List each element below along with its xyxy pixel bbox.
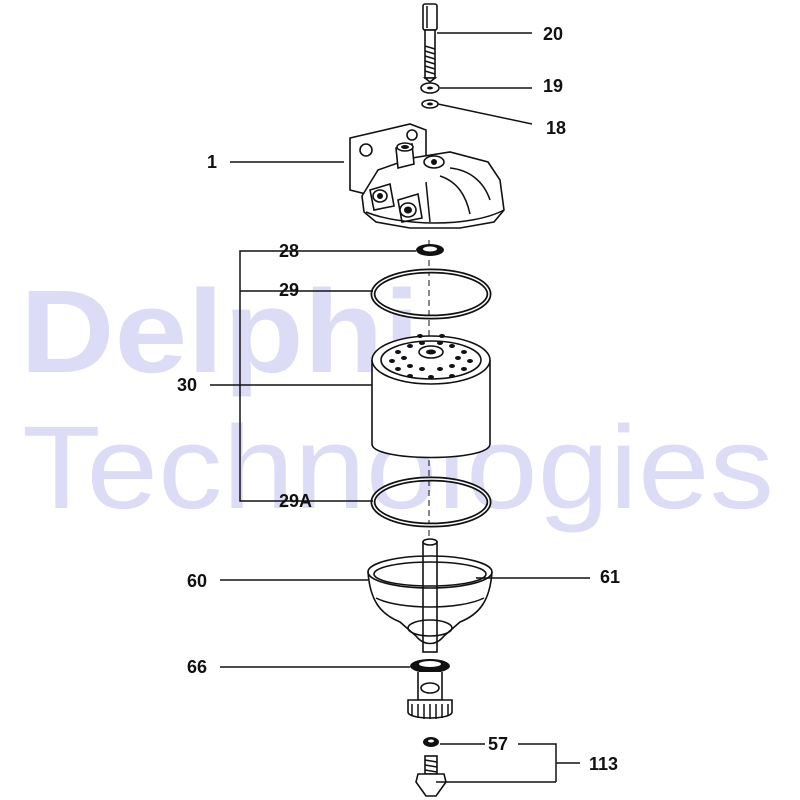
part-66-drain-plug xyxy=(407,659,453,719)
callout-60: 60 xyxy=(187,571,207,591)
part-60-bowl xyxy=(367,555,493,645)
callout-57: 57 xyxy=(488,734,508,754)
callout-18: 18 xyxy=(546,118,566,138)
part-113-bleed-screw xyxy=(415,755,447,797)
part-18-seal xyxy=(421,99,439,109)
part-29a-o-ring xyxy=(370,476,492,528)
callout-113: 113 xyxy=(589,754,618,774)
part-19-washer xyxy=(420,82,440,94)
callout-30: 30 xyxy=(177,375,197,395)
filter-perforation-holes xyxy=(389,334,473,379)
part-28-seal xyxy=(416,244,444,256)
callout-29a: 29A xyxy=(279,491,312,511)
part-30-filter-element xyxy=(371,334,491,459)
callout-1: 1 xyxy=(207,152,217,172)
callout-29: 29 xyxy=(279,280,299,300)
callout-61: 61 xyxy=(600,567,620,587)
callout-66: 66 xyxy=(187,657,207,677)
watermark-line-1: Delphi xyxy=(20,266,420,398)
part-57-washer xyxy=(423,737,439,747)
callout-19: 19 xyxy=(543,76,563,96)
part-20-bolt xyxy=(422,3,438,84)
callout-28: 28 xyxy=(279,241,299,261)
leader-lines xyxy=(210,32,590,783)
part-1-filter-head xyxy=(349,123,505,229)
callout-20: 20 xyxy=(543,24,563,44)
part-61-center-tube xyxy=(422,538,438,653)
part-29-o-ring xyxy=(370,268,492,320)
